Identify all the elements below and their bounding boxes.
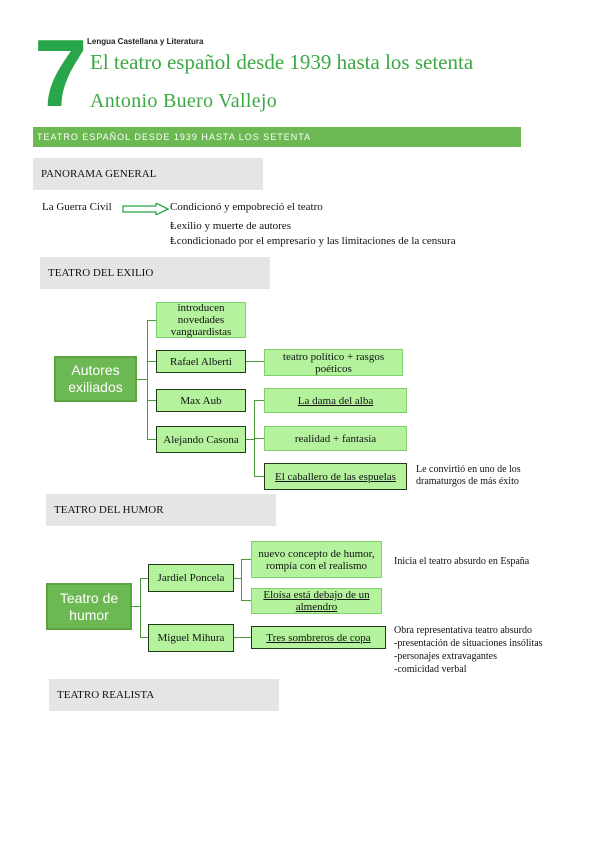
cause-text: La Guerra Civil (42, 201, 112, 213)
branch-node-mihura: Miguel Mihura (148, 624, 234, 652)
annotation-text: -comicidad verbal (394, 664, 467, 675)
point-text: condicionado por el empresario y las lim… (176, 235, 456, 247)
annotation-text: Le convirtió en uno de los dramaturgos d… (416, 464, 521, 487)
point-item: Ⱡcondicionado por el empresario y las li… (170, 235, 456, 247)
leaf-node: El caballero de las espuelas (264, 463, 407, 490)
annotation-text: Obra representativa teatro absurdo (394, 625, 532, 636)
branch-node: introducen novedades vanguardistas (156, 302, 246, 338)
annotation-text: Inicia el teatro absurdo en España (394, 556, 530, 567)
leaf-node: Tres sombreros de copa (251, 626, 386, 649)
chapter-number: 7 (34, 20, 87, 127)
root-node-humor: Teatro de humor (46, 583, 132, 630)
leaf-node: Eloísa está debajo de un almendro (251, 588, 382, 614)
annotation-text: -presentación de situaciones insólitas (394, 638, 543, 649)
effect-text: Condicionó y empobreció el teatro (170, 201, 323, 213)
leaf-node: realidad + fantasía (264, 426, 407, 451)
point-item: Ⱡexilio y muerte de autores (170, 220, 291, 232)
corner-arrow-icon: Ⱡ (170, 220, 177, 232)
branch-node-alberti: Rafael Alberti (156, 350, 246, 373)
corner-arrow-icon: Ⱡ (170, 235, 177, 247)
page-title: El teatro español desde 1939 hasta los s… (90, 50, 474, 74)
section-heading-realista: TEATRO REALISTA (49, 679, 279, 711)
section-heading-panorama: PANORAMA GENERAL (33, 158, 263, 190)
section-banner: TEATRO ESPAÑOL DESDE 1939 HASTA LOS SETE… (33, 127, 521, 147)
leaf-node: teatro político + rasgos poéticos (264, 349, 403, 376)
arrow-right-icon (122, 203, 170, 215)
subject-label: Lengua Castellana y Literatura (87, 37, 204, 46)
branch-node-aub: Max Aub (156, 389, 246, 412)
page-subtitle: Antonio Buero Vallejo (90, 90, 278, 112)
leaf-node: La dama del alba (264, 388, 407, 413)
root-node-exiliados: Autores exiliados (54, 356, 137, 402)
branch-node-jardiel: Jardiel Poncela (148, 564, 234, 592)
section-heading-exilio: TEATRO DEL EXILIO (40, 257, 270, 289)
leaf-node: nuevo concepto de humor, rompía con el r… (251, 541, 382, 578)
branch-node-casona: Alejando Casona (156, 426, 246, 453)
annotation-text: -personajes extravagantes (394, 651, 498, 662)
point-text: exilio y muerte de autores (176, 220, 291, 232)
section-heading-humor: TEATRO DEL HUMOR (46, 494, 276, 526)
